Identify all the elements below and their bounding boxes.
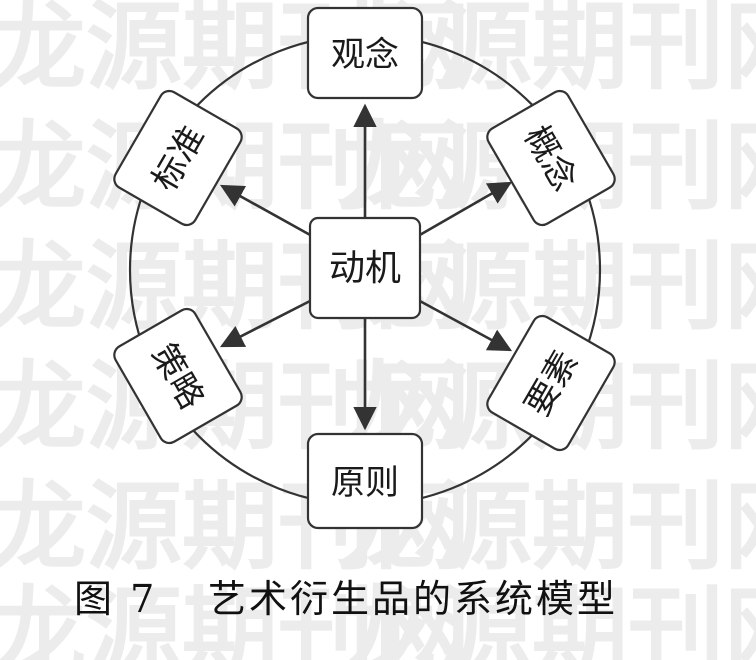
figure-caption: 图 7 艺术衍生品的系统模型 (74, 577, 618, 621)
node-bottom: 原则 (306, 432, 424, 530)
node-upper-right: 概念 (486, 89, 616, 227)
arrow-to-upper-left (219, 184, 313, 238)
node-bottom-label: 原则 (331, 463, 399, 503)
node-center-label: 动机 (329, 248, 401, 289)
arrows (219, 103, 513, 431)
node-upper-left: 标准 (113, 89, 243, 227)
node-top: 观念 (306, 6, 424, 100)
watermark-row-6b: 龙源期刊网 (340, 576, 756, 660)
node-top-label: 观念 (331, 35, 399, 75)
watermark-row-6: 龙源期刊网 (0, 576, 470, 660)
arrow-to-upper-right (417, 181, 513, 238)
arrow-to-lower-left (219, 298, 313, 348)
figure-number: 图 7 (74, 577, 157, 621)
node-lower-right: 要素 (486, 314, 616, 452)
node-lower-left: 策略 (113, 307, 243, 445)
node-center: 动机 (308, 216, 422, 320)
arrow-to-lower-right (417, 298, 513, 352)
figure-title: 艺术衍生品的系统模型 (208, 577, 618, 621)
